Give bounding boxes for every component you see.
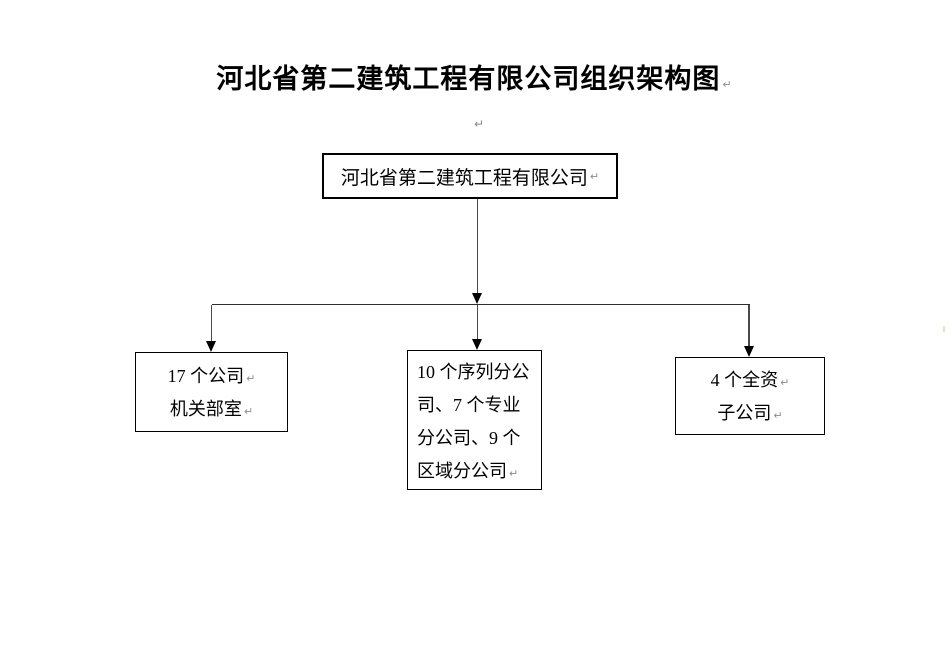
org-node-departments: 17 个公司↵ 机关部室↵ — [135, 352, 288, 432]
page-title: 河北省第二建筑工程有限公司组织架构图↵ — [0, 62, 949, 102]
org-node-label: 17 个公司 — [167, 366, 245, 386]
org-node-departments-line: 17 个公司↵ — [136, 361, 287, 394]
org-node-subsidiaries-line: 子公司↵ — [676, 398, 824, 431]
connector-left-vertical — [210, 305, 213, 342]
org-node-branches-line: 司、7 个专业 — [417, 389, 541, 422]
org-node-label: 区域分公司 — [417, 461, 507, 481]
org-node-branches-line: 区域分公司↵ — [417, 455, 541, 490]
org-node-label: 子公司 — [717, 403, 772, 423]
page-title-text: 河北省第二建筑工程有限公司组织架构图 — [216, 64, 721, 94]
paragraph-mark-icon: ↵ — [589, 169, 600, 183]
arrowhead-right-icon — [743, 346, 754, 357]
org-node-subsidiaries-line: 4 个全资↵ — [676, 365, 824, 398]
org-node-root: 河北省第二建筑工程有限公司↵ — [322, 153, 618, 199]
paragraph-mark-icon: ↵ — [246, 372, 256, 385]
org-node-label: 分公司、9 个 — [417, 428, 521, 448]
org-node-branches: 10 个序列分公 司、7 个专业 分公司、9 个 区域分公司↵ — [407, 350, 542, 490]
connector-root-vertical — [476, 199, 478, 294]
connector-right-vertical — [748, 305, 750, 347]
org-node-branches-line: 10 个序列分公 — [417, 356, 541, 389]
arrowhead-left-icon — [206, 341, 216, 352]
org-node-departments-line: 机关部室↵ — [136, 394, 287, 427]
org-node-subsidiaries: 4 个全资↵ 子公司↵ — [675, 357, 825, 435]
arrowhead-middle-icon — [471, 339, 482, 350]
org-node-label: 司、7 个专业 — [417, 395, 521, 415]
arrowhead-root-icon — [471, 293, 482, 304]
org-node-label: 4 个全资 — [710, 370, 779, 390]
org-node-root-label: 河北省第二建筑工程有限公司 — [340, 167, 588, 189]
paragraph-mark-icon: ↵ — [243, 405, 254, 418]
paragraph-mark-icon: ↵ — [509, 467, 519, 480]
paragraph-mark-icon: ↵ — [722, 78, 733, 91]
edge-artifact — [943, 326, 945, 332]
paragraph-mark-icon: ↵ — [773, 409, 783, 422]
org-node-label: 机关部室 — [169, 399, 242, 419]
org-node-branches-line: 分公司、9 个 — [417, 422, 541, 455]
paragraph-mark-icon: ↵ — [474, 117, 485, 131]
connector-horizontal-rail — [211, 303, 750, 305]
connector-middle-vertical — [476, 305, 478, 340]
org-node-label: 10 个序列分公 — [417, 362, 530, 382]
paragraph-mark-icon: ↵ — [780, 376, 790, 389]
